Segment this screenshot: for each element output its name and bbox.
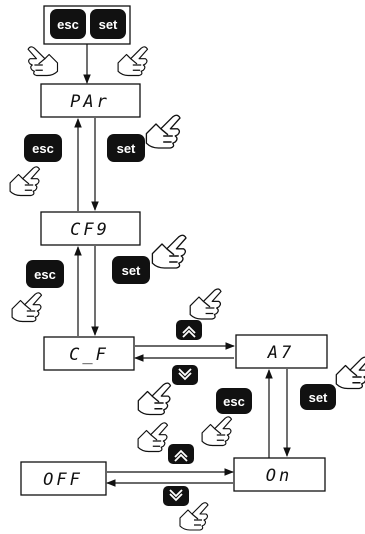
chevron-down-icon [169, 489, 183, 502]
hand-press-icon [189, 288, 222, 320]
display-a7 [235, 334, 328, 369]
esc-key-label: esc [57, 17, 79, 32]
display-cfg-text: CF9 [70, 220, 110, 240]
esc-key[interactable]: esc [26, 260, 64, 288]
down-key[interactable] [163, 486, 189, 506]
hand-press-icon [151, 234, 187, 269]
hand-press-icon [137, 382, 172, 416]
set-key-label: set [117, 141, 136, 156]
esc-key-label: esc [34, 267, 56, 282]
chevron-up-icon [174, 449, 188, 462]
set-key[interactable]: set [90, 9, 126, 39]
set-key[interactable]: set [300, 384, 336, 410]
hand-press-icon [9, 166, 41, 197]
display-par-text: PAr [70, 92, 110, 112]
set-key-label: set [122, 263, 141, 278]
hand-press-icon [117, 46, 149, 77]
hand-press-icon [11, 292, 43, 323]
hand-press-icon [137, 422, 169, 453]
esc-key-label: esc [223, 394, 245, 409]
set-key[interactable]: set [112, 256, 150, 284]
hand-press-icon [179, 502, 209, 531]
esc-key[interactable]: esc [24, 134, 62, 162]
set-key-label: set [309, 390, 328, 405]
esc-key-label: esc [32, 141, 54, 156]
display-a7-text: A7 [267, 343, 294, 363]
display-c-f-text: C_F [69, 345, 109, 365]
hand-press-icon [27, 46, 59, 77]
display-c-f [43, 336, 135, 371]
up-key[interactable] [176, 320, 202, 340]
set-key[interactable]: set [107, 134, 145, 162]
chevron-up-icon [182, 325, 196, 338]
display-off-text: OFF [43, 470, 83, 490]
esc-key[interactable]: esc [50, 9, 86, 39]
hand-press-icon [201, 416, 233, 447]
hand-press-icon [145, 114, 181, 149]
display-cfg [40, 211, 141, 246]
display-on [233, 457, 326, 492]
chevron-down-icon [178, 368, 192, 381]
display-off [20, 461, 107, 496]
display-par [40, 83, 141, 118]
up-key[interactable] [168, 444, 194, 464]
down-key[interactable] [172, 365, 198, 385]
esc-key[interactable]: esc [216, 388, 252, 414]
display-on-text: On [266, 466, 292, 486]
hand-press-icon [335, 356, 365, 390]
set-key-label: set [99, 17, 118, 32]
